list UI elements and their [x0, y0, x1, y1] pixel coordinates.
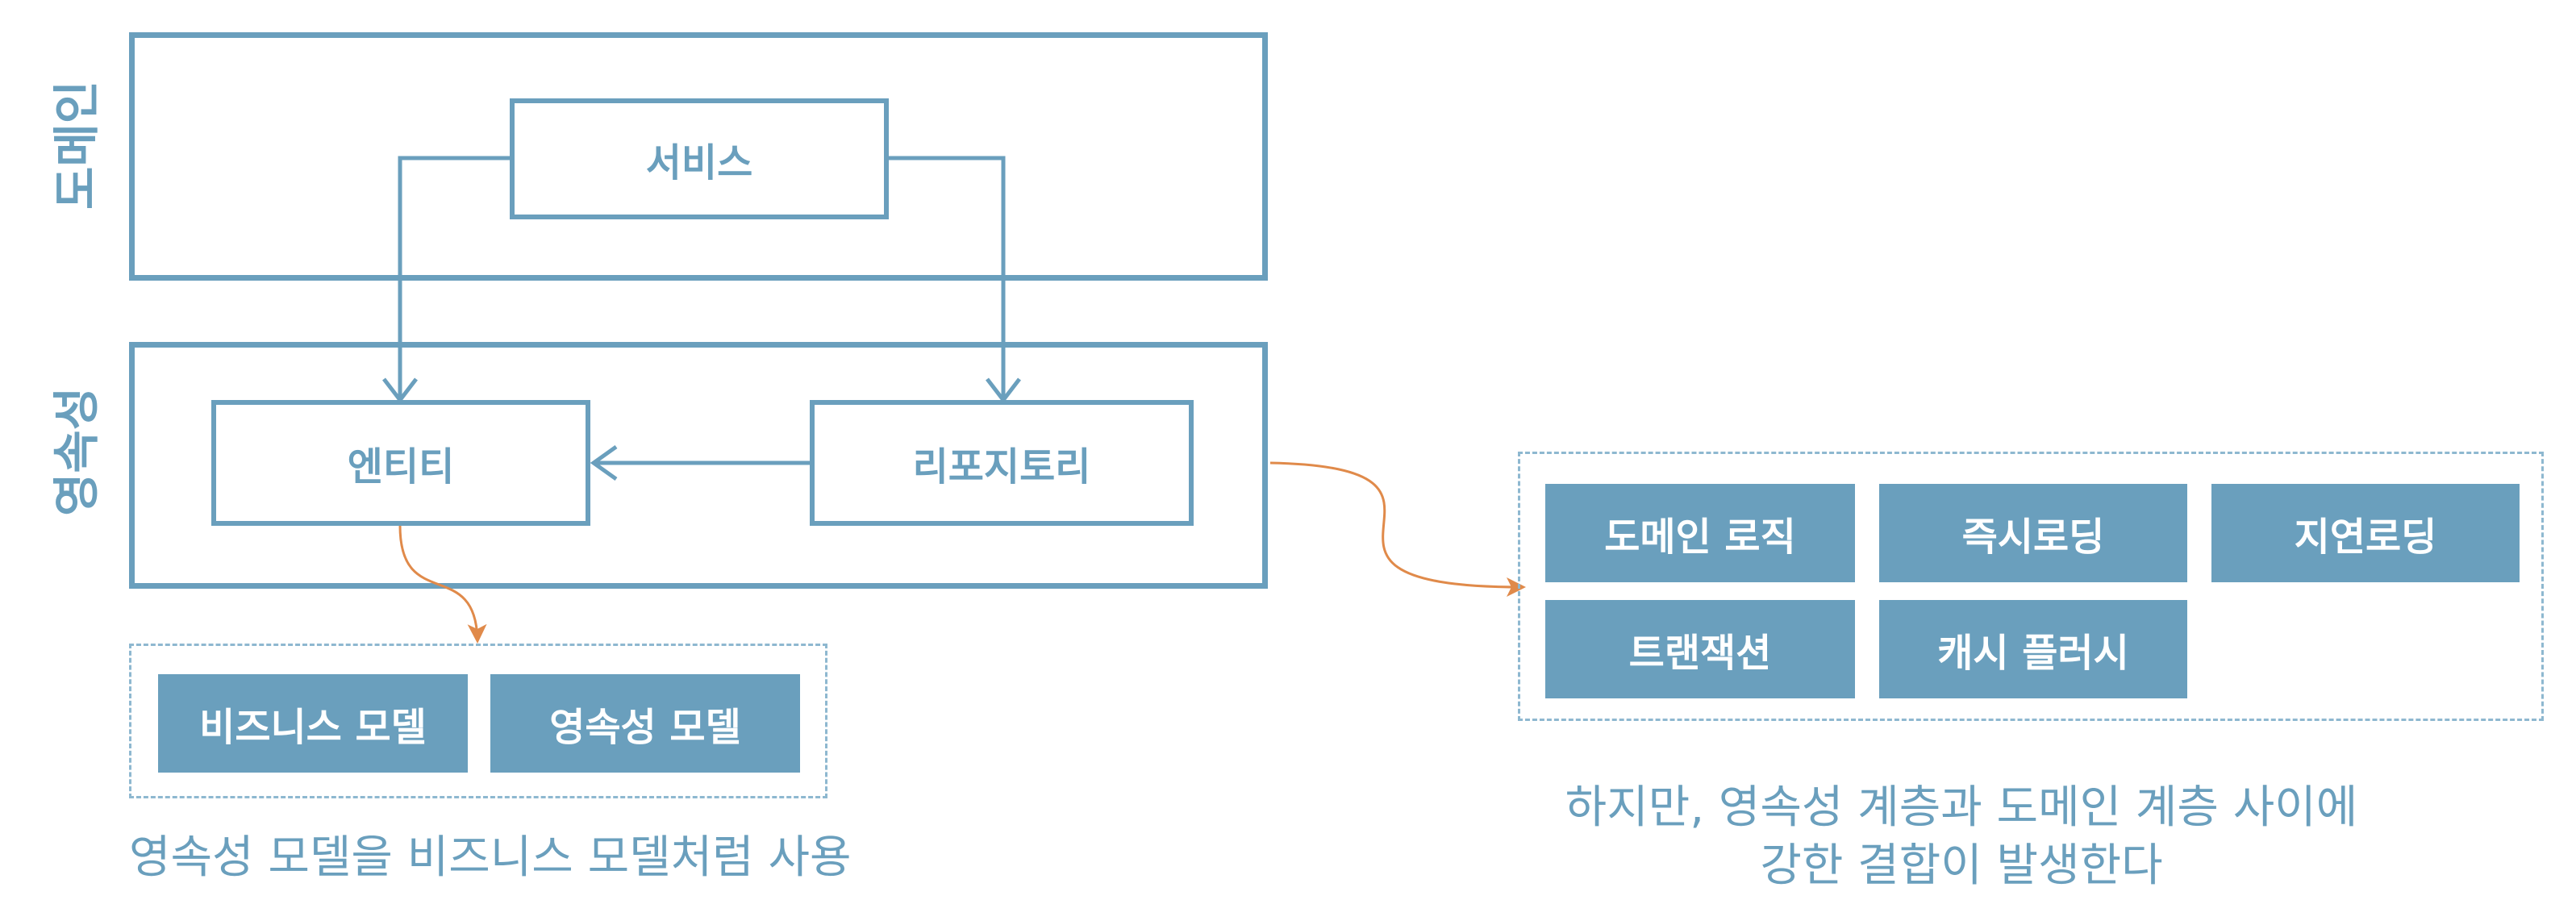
- right-concern-group: [1518, 452, 2544, 721]
- left-model-group: [129, 644, 827, 798]
- eager-loading-tile: 즉시로딩: [1879, 484, 2187, 582]
- right-group-caption-line-2: 강한 결합이 발생한다: [1760, 840, 2163, 892]
- edge-entity-to-left-group: [398, 525, 487, 644]
- right-group-caption-line-1: 하지만, 영속성 계층과 도메인 계층 사이에: [1565, 781, 2358, 834]
- business-model-tile: 비즈니스 모델: [158, 674, 468, 773]
- left-group-caption: 영속성 모델을 비즈니스 모델처럼 사용: [129, 831, 852, 884]
- repository-node: 리포지토리: [810, 400, 1194, 526]
- domain-layer-box: [129, 32, 1268, 281]
- persistence-model-tile: 영속성 모델: [490, 674, 800, 773]
- lazy-loading-tile: 지연로딩: [2211, 484, 2520, 582]
- cache-flush-tile: 캐시 플러시: [1879, 600, 2187, 698]
- entity-node: 엔티티: [211, 400, 590, 526]
- service-node: 서비스: [510, 98, 889, 219]
- edge-persistence-to-right-group: [1269, 461, 1526, 597]
- edge-service-to-entity: [398, 156, 510, 397]
- edge-service-to-repository: [889, 156, 1006, 397]
- transaction-tile: 트랜잭션: [1545, 600, 1855, 698]
- persistence-layer-box: [129, 342, 1268, 589]
- domain-logic-tile: 도메인 로직: [1545, 484, 1855, 582]
